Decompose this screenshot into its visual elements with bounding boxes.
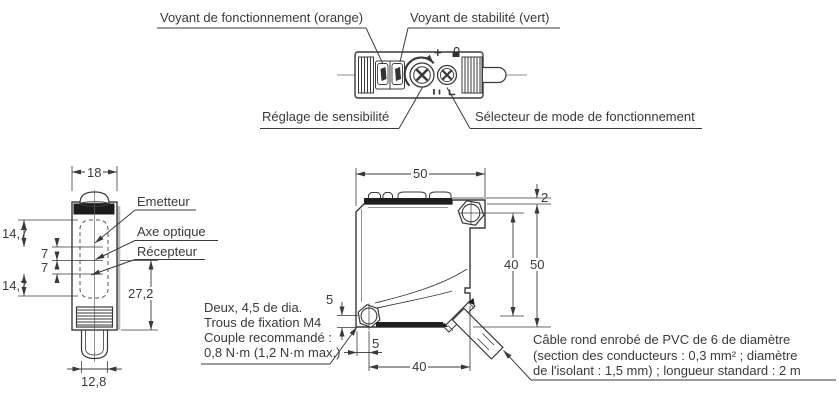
dim-cable-width: 12,8 [81, 374, 107, 389]
dim-hole-offset-vertical: 5 [326, 292, 334, 307]
bottom-band [376, 322, 443, 327]
side-view-callout-lines [201, 326, 836, 381]
left-rib-grip [358, 56, 374, 94]
cable-width-dimension [67, 361, 122, 373]
operation-indicator-label: Voyant de fonctionnement (orange) [160, 10, 364, 25]
dim-emitter-to-axis: 7 [41, 246, 49, 261]
dim-hole-span-vertical: 40 [502, 257, 521, 272]
plus-mark: + [434, 45, 442, 60]
cable-front-view [80, 330, 109, 360]
stability-led-chip [395, 67, 401, 81]
dim-axis-to-base: 27,2 [126, 286, 156, 301]
interior-curve-upper [374, 268, 468, 304]
right-rib-grip [461, 56, 483, 94]
adjust-direction-arc-icon [403, 54, 435, 87]
mounting-note-line-2: Trous de fixation M4 [204, 315, 322, 330]
side-dimension-lines [337, 168, 551, 371]
top-view-drawing [157, 27, 702, 129]
emitter-label: Emetteur [137, 194, 190, 209]
dim-axis-to-receiver: 7 [41, 260, 49, 275]
cable-gland-ribs [75, 306, 114, 328]
front-view-drawing [18, 166, 218, 373]
side-view-drawing [201, 168, 836, 381]
cable-tube [451, 307, 504, 360]
dim-side-width: 50 [411, 166, 430, 181]
sensitivity-adjuster-dial [403, 54, 435, 95]
dim-protrusion: 2 [541, 190, 549, 205]
stability-indicator-label: Voyant de stabilité (vert) [410, 10, 550, 25]
operation-led-chip [380, 67, 387, 81]
mode-selector-label: Sélecteur de mode de fonctionnement [475, 109, 695, 124]
mounting-note-line-1: Deux, 4,5 de dia. [204, 300, 303, 315]
sensitivity-adjuster-label: Réglage de sensibilité [262, 109, 390, 124]
lock-icon [452, 46, 460, 57]
mounting-note-line-4: 0,8 N·m (1,2 N·m max.) [204, 345, 341, 360]
lens-band [73, 203, 115, 215]
front-view-callout-lines [90, 209, 218, 276]
interior-curve-lower [376, 290, 453, 309]
front-reference-lines [18, 219, 158, 331]
cable-inner-line [85, 330, 104, 356]
cable-stub-top-view [483, 66, 507, 84]
mode-selector-dial [436, 46, 460, 96]
cable-side-view [440, 297, 504, 360]
phillips-screw-slot-icon [415, 68, 429, 82]
cable-note-line-3: de l'isolant : 1,5 mm) ; longueur standa… [533, 363, 801, 378]
body-shadow-edge [117, 206, 121, 330]
dim-hole-offset-horizontal: 5 [372, 336, 380, 351]
mounting-note-line-3: Couple recommandé : [204, 330, 332, 345]
optical-axis-label: Axe optique [137, 224, 206, 239]
cable-note-line-2: (section des conducteurs : 0,3 mm² ; dia… [533, 347, 798, 363]
top-view-callout-lines [157, 27, 702, 129]
dim-front-width: 18 [85, 164, 104, 180]
cable-shine-lines [477, 333, 495, 351]
dim-side-height: 50 [528, 257, 547, 272]
dim-hole-span-horizontal: 40 [410, 359, 429, 374]
phillips-screw-slot-icon [441, 69, 453, 81]
mounting-hole-bottom-left [357, 303, 381, 330]
top-protrusions [368, 191, 452, 198]
dim-receiver-to-bottom: 14,7 [2, 277, 28, 293]
receiver-label: Récepteur [137, 244, 197, 259]
top-strip-band [364, 198, 452, 204]
cable-note-line-1: Câble rond enrobé de PVC de 6 de diamètr… [533, 332, 791, 347]
dim-top-to-emitter: 14,7 [2, 226, 28, 241]
